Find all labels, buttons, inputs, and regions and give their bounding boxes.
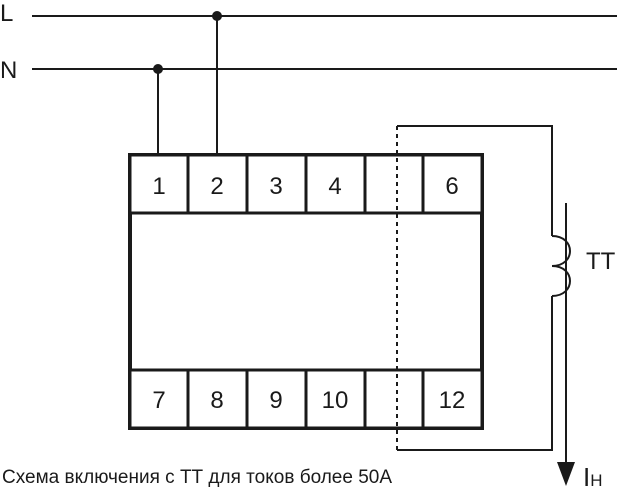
terminal-box [128,368,190,430]
load-current-label: IH [583,462,603,492]
terminal-number: 4 [328,173,341,200]
terminal-row-bottom: 7 8 9 10 12 [128,368,484,430]
terminal-number: 2 [210,173,223,200]
terminal-box [421,153,484,215]
terminal-number: 9 [269,387,282,414]
load-current-arrow [557,462,575,486]
ct-label: TT [586,248,616,275]
terminal-number: 12 [439,387,466,414]
terminal-box [186,368,249,430]
load-current-symbol: I [583,462,590,492]
terminal-box [245,153,308,215]
terminal-number: 6 [445,173,458,200]
terminal-box [421,368,484,430]
terminal-number: 10 [322,387,349,414]
ct-secondary-return [397,296,553,451]
terminal-number: 7 [152,387,165,414]
terminal-number: 1 [152,173,165,200]
terminal-number: 3 [269,173,282,200]
ct-secondary-loop [397,125,553,236]
line-n-label: N [0,57,17,84]
terminal-box [363,368,425,430]
terminal-box [128,153,190,215]
terminal-number: 8 [210,387,223,414]
terminal-box [363,153,425,215]
load-current-subscript: H [590,471,602,490]
diagram-caption: Схема включения с ТТ для токов более 50А [2,467,392,488]
terminal-row-top: 1 2 3 4 6 [128,153,484,215]
terminal-box [245,368,308,430]
ct-coil [551,235,571,297]
line-l-label: L [0,0,13,27]
